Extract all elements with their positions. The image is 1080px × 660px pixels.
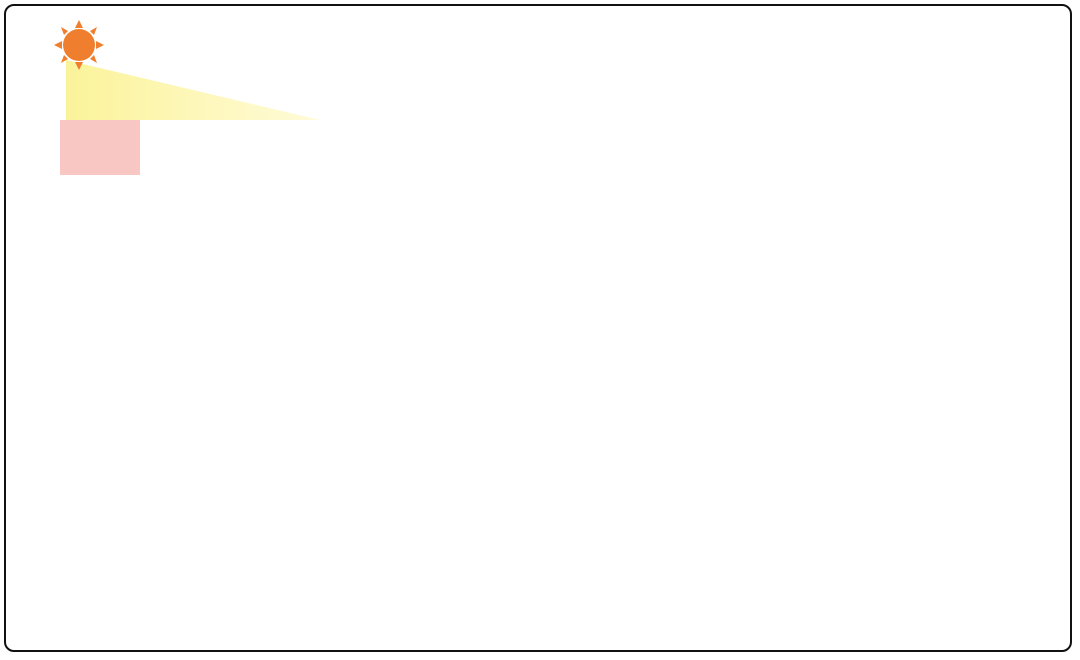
skin-layers bbox=[60, 120, 140, 175]
uv-beam bbox=[66, 60, 320, 120]
sun-icon bbox=[54, 20, 104, 70]
figure-frame bbox=[4, 4, 1072, 652]
